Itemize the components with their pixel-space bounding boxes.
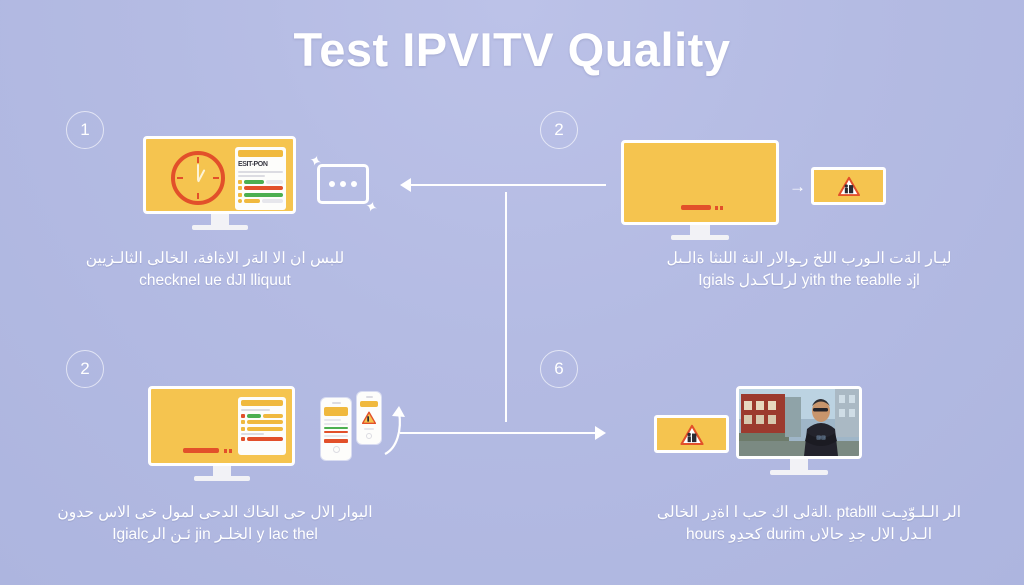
svg-text:▨▨: ▨▨ [816, 435, 826, 441]
caption-line-1: اليوار الال حى الخاك الدحى لمول خى الاس … [57, 504, 373, 521]
step-badge-4-label: 6 [554, 359, 564, 378]
caption-line-1: الةلى اك حب ا اةدِر الخالى. ptablll الر … [656, 504, 962, 521]
card-bar-row [238, 199, 283, 203]
step-badge-2: 2 [540, 111, 578, 149]
card-bar-row [238, 192, 283, 197]
monitor-screen-4: ▨▨ [736, 386, 862, 459]
monitor-neck-4 [790, 459, 808, 470]
card-divider [238, 171, 283, 173]
step-badge-1: 1 [66, 111, 104, 149]
monitor-base-1 [191, 225, 248, 230]
curved-arrow-icon [384, 406, 405, 455]
monitor-panel-2 [621, 140, 779, 240]
arrow-right-head [595, 426, 606, 440]
monitor-panel-3 [148, 386, 295, 481]
caption-line-2: checknel ue dJl lliquut [139, 272, 291, 290]
street-photo: ▨▨ [739, 389, 859, 456]
caption-line-1: ليـار الةت الـورب اللخ رـوالار النة اللن… [666, 250, 952, 267]
caption-line-2: Igialcئـن الر jin الخلـر y lac thel [112, 526, 318, 544]
caption-line-2: hours كحدِو durim الـدل الال جدِ حالاں [685, 526, 933, 544]
monitor-neck-2 [690, 225, 710, 235]
monitor-base-4 [770, 470, 828, 475]
card-header-bar [238, 150, 283, 157]
monitor-screen-3 [148, 386, 295, 466]
warning-card-panel-2 [811, 167, 886, 205]
connector-top-line [410, 184, 606, 186]
sparkle-icon: ✦ [363, 197, 381, 218]
monitor-base-2 [671, 235, 729, 240]
warning-triangle-icon [679, 424, 704, 445]
monitor-base-3 [193, 476, 250, 481]
step-badge-4: 6 [540, 350, 578, 388]
caption-panel-1: للبس ان الا الةر الاةافة، الخالى الثالـز… [0, 248, 430, 293]
caption-panel-3: اليوار الال حى الخاك الدحى لمول خى الاس … [0, 502, 430, 547]
step-badge-3: 2 [66, 350, 104, 388]
loading-dots-2 [715, 206, 723, 210]
phone-small-icon [357, 392, 381, 444]
connector-bottom-line [400, 432, 596, 434]
phone-large-icon [321, 398, 351, 460]
card-bar-row [238, 179, 283, 184]
speed-test-card-1: ESIT-PON [235, 147, 286, 210]
monitor-screen-1: ESIT-PON [143, 136, 296, 214]
card-bar-row [238, 186, 283, 190]
monitor-screen-2 [621, 140, 779, 225]
loading-bar-2 [681, 205, 711, 210]
monitor-panel-1: ESIT-PON [143, 136, 296, 230]
step-badge-1-label: 1 [80, 120, 90, 139]
warning-triangle-icon [837, 176, 860, 196]
page-title: Test IPVITV Quality [293, 23, 731, 76]
step-badge-2-label: 2 [554, 120, 564, 139]
settings-card-3 [238, 397, 286, 455]
warning-card-panel-4 [654, 415, 729, 453]
speech-bubble-icon: ✦ ✦ [307, 151, 381, 217]
loading-dots-3 [224, 449, 232, 453]
caption-panel-2: ليـار الةت الـورب اللخ رـوالار النة اللن… [594, 248, 1024, 293]
card-title-1: ESIT-PON [238, 161, 268, 168]
caption-panel-4: الةلى اك حب ا اةدِر الخالى. ptablll الر … [594, 502, 1024, 547]
loading-bar-3 [183, 448, 219, 453]
speech-bubble-box [317, 164, 369, 204]
arrow-left-head [400, 178, 411, 192]
monitor-neck-3 [212, 466, 231, 476]
mini-arrow-right-icon: → [789, 177, 806, 196]
connector-vertical-line [505, 192, 507, 422]
monitor-panel-4: ▨▨ [736, 386, 862, 475]
clock-icon [171, 151, 225, 205]
caption-line-1: للبس ان الا الةر الاةافة، الخالى الثالـز… [85, 250, 345, 267]
caption-line-2: Igials لرلـاكـدل yith the teablle دjl [698, 272, 920, 290]
step-badge-3-label: 2 [80, 359, 90, 378]
monitor-neck-1 [210, 214, 229, 225]
card-divider [238, 175, 265, 177]
warning-triangle-icon [362, 411, 376, 424]
